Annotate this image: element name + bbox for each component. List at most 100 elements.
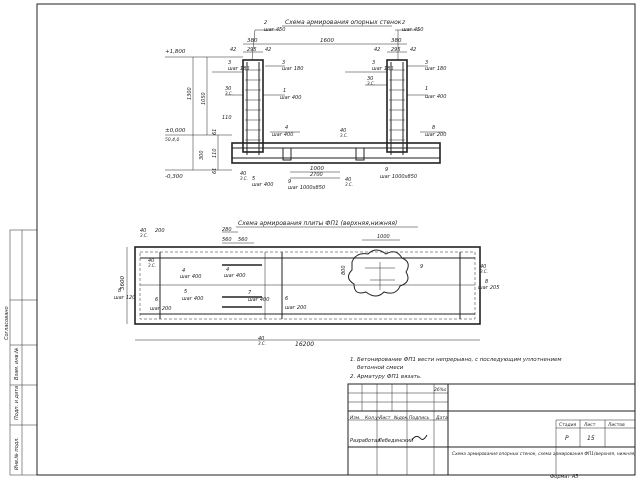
mark-1-right-step: шаг 400 — [425, 94, 446, 100]
signature — [411, 434, 428, 441]
mark-30-left-sub: З.С. — [225, 91, 233, 96]
mark-3-b-step: шаг 180 — [228, 66, 249, 72]
slab-mark-6-a: 6 — [155, 297, 158, 303]
tb-description: Схема армирования опорных стенок, схема … — [452, 451, 636, 457]
dim-380-right: 380 — [391, 38, 402, 44]
tb-header-izm: Изм. — [350, 415, 361, 421]
mark-9-step: шаг 1000х850 — [288, 185, 325, 191]
wall-scheme-title: Схема армирования опорных стенок — [285, 19, 402, 26]
dim-42-a: 42 — [230, 47, 236, 53]
dim-1000-wall: 1000 — [310, 166, 324, 172]
dim-110-v: 110 — [212, 148, 218, 158]
slab-mark-4-a-step: шаг 400 — [180, 274, 201, 280]
note-1-cont: бетонной смеси — [357, 365, 404, 371]
mark-30-right-sub: З.С. — [367, 81, 375, 86]
mark-9-right: 9 — [385, 167, 388, 173]
mark-40-bot: 40 — [240, 171, 246, 177]
dim-3600: 3600 — [120, 276, 126, 290]
mark-40-mid: 40 — [340, 128, 346, 134]
mark-3-a-step: шаг 180 — [282, 66, 303, 72]
notes: 1. Бетонирование ФП1 вести непрерывно, с… — [350, 357, 562, 380]
slab-mark-5-step: шаг 400 — [182, 296, 203, 302]
detail-cloud — [348, 249, 409, 297]
tb-list: 15 — [587, 435, 595, 442]
slab-mark-8-right: 8 — [485, 279, 488, 285]
slab-mark-40-e: 40 — [258, 336, 264, 342]
dim-16200: 16200 — [295, 341, 314, 348]
right-wall — [386, 59, 408, 153]
mark-1-left-step: шаг 400 — [280, 95, 301, 101]
mark-2-right: 2 — [402, 20, 405, 26]
slab-mark-8-left: 8 — [118, 288, 121, 294]
dim-1600: 1600 — [320, 38, 334, 44]
dim-61-bot: 61 — [212, 168, 218, 174]
mark-3-c-step: шаг 180 — [372, 66, 393, 72]
side-stamp: Инв.№ подл. Подп. и дата Взам. инв.№ Сог… — [4, 229, 38, 476]
tb-role: Разработал — [350, 438, 381, 444]
tb-header-doc: №док. — [393, 415, 409, 421]
sheet-frame — [36, 3, 636, 476]
dim-380-left: 380 — [247, 38, 258, 44]
stamp-replace: Взам. инв.№ — [14, 348, 20, 380]
slab-scheme-title: Схема армирования плиты ФП1 (верхняя,ниж… — [238, 220, 397, 227]
level-zero: ±0,000 — [165, 128, 186, 134]
mark-2-left: 2 — [264, 20, 267, 26]
mark-2-left-step: шаг 450 — [264, 27, 285, 33]
mark-9-right-step: шаг 1000х850 — [380, 174, 417, 180]
tb-lists-header: Листов — [607, 422, 625, 428]
mark-30-left: 30 — [225, 86, 231, 92]
stamp-sign: Подп. и дата — [14, 386, 20, 420]
mark-4: 4 — [285, 125, 288, 131]
tb-stage: Р — [565, 435, 569, 442]
slab-mark-200: 200 — [155, 228, 165, 234]
dim-1000-slab: 1000 — [377, 234, 390, 240]
slab-mark-40-b-sub: З.С. — [148, 263, 156, 268]
mark-3-d: 3 — [425, 60, 428, 66]
dim-295-a: 295 — [247, 47, 257, 53]
mark-40-right-bot: 40 — [345, 177, 351, 183]
dim-560-a: 560 — [222, 237, 232, 243]
mark-3-d-step: шаг 180 — [425, 66, 446, 72]
slab-mark-5: 5 — [184, 289, 187, 295]
slab-mark-4-b-step: шаг 400 — [224, 273, 245, 279]
mark-110: 110 — [222, 115, 232, 121]
slab-outline — [134, 246, 481, 325]
dim-1300: 1300 — [187, 87, 193, 100]
dim-61-top: 61 — [212, 129, 218, 135]
mark-2-right-step: шаг 450 — [402, 27, 423, 33]
tb-header-date: Дата — [435, 415, 448, 421]
slab-step-120: шаг 120 — [114, 295, 135, 301]
slab-mark-7-step: шаг 400 — [248, 297, 269, 303]
slab-mark-40-c-sub: З.С. — [480, 269, 488, 274]
dim-2700: 2700 — [310, 172, 323, 178]
mark-3-c: 3 — [372, 60, 375, 66]
slab-mark-40-a-sub: З.С. — [140, 233, 148, 238]
slab-mark-40-c: 40 — [480, 264, 486, 270]
dim-295-b: 295 — [391, 47, 401, 53]
wall-scheme: Схема армирования опорных стенок — [165, 19, 446, 191]
level-zero-sub: 50,4,0 — [165, 137, 179, 143]
slab-mark-6-b-step: шаг 200 — [285, 305, 306, 311]
tb-name: Лебединский — [377, 438, 414, 444]
title-block: 26%s Изм. Кол.уч. Лист №док. Подпись Дат… — [347, 383, 636, 480]
level-minus-300: -0,300 — [165, 174, 183, 180]
slab-scheme: Схема армирования плиты ФП1 (верхняя,ниж… — [114, 220, 499, 348]
dim-42-c: 42 — [374, 47, 380, 53]
mark-8: 8 — [432, 125, 435, 131]
tb-header-list: Лист — [378, 415, 391, 421]
mark-1-left: 1 — [283, 88, 286, 94]
slab-mark-8-right-step: шаг 205 — [478, 285, 499, 291]
slab-mark-6-a-step: шаг 200 — [150, 306, 171, 312]
dim-280: 280 — [222, 227, 232, 233]
slab-mark-9: 9 — [420, 264, 423, 270]
slab-mark-4-b: 4 — [226, 267, 229, 273]
dim-560-b: 560 — [238, 237, 248, 243]
mark-40-right-bot-sub: З.С. — [345, 182, 353, 187]
slab-mark-4-a: 4 — [182, 268, 185, 274]
mark-5-step: шаг 400 — [252, 182, 273, 188]
dim-1050: 1050 — [201, 92, 207, 105]
slab-mark-40-a: 40 — [140, 228, 146, 234]
mark-3-a: 3 — [282, 60, 285, 66]
note-1: 1. Бетонирование ФП1 вести непрерывно, с… — [350, 357, 562, 363]
stamp-inv: Инв.№ подл. — [14, 437, 20, 470]
